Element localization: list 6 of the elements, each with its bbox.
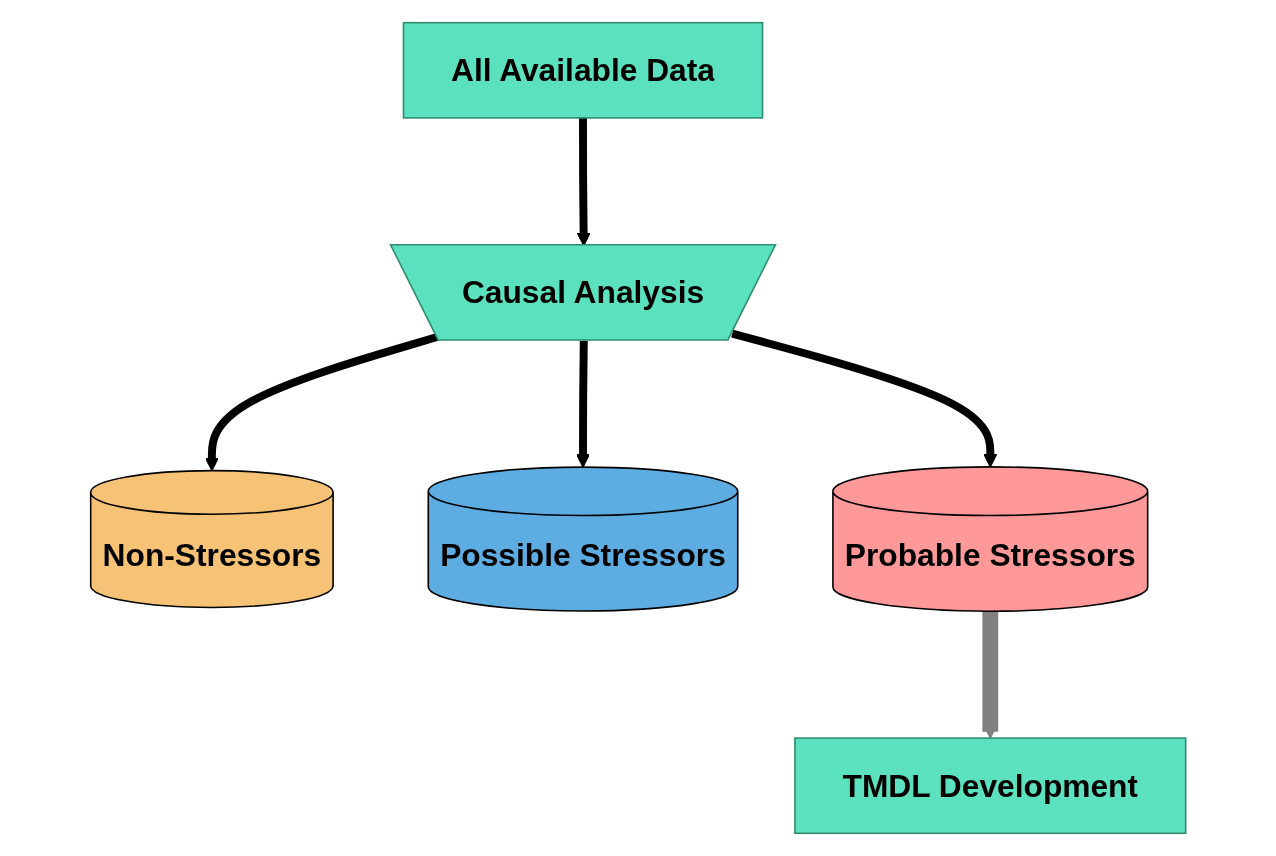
arrow [731, 329, 998, 468]
arrow [204, 333, 438, 472]
node-box: TMDL Development [793, 737, 1187, 835]
arrow [982, 611, 999, 739]
node-box: All Available Data [402, 21, 764, 119]
arrow [575, 340, 590, 468]
